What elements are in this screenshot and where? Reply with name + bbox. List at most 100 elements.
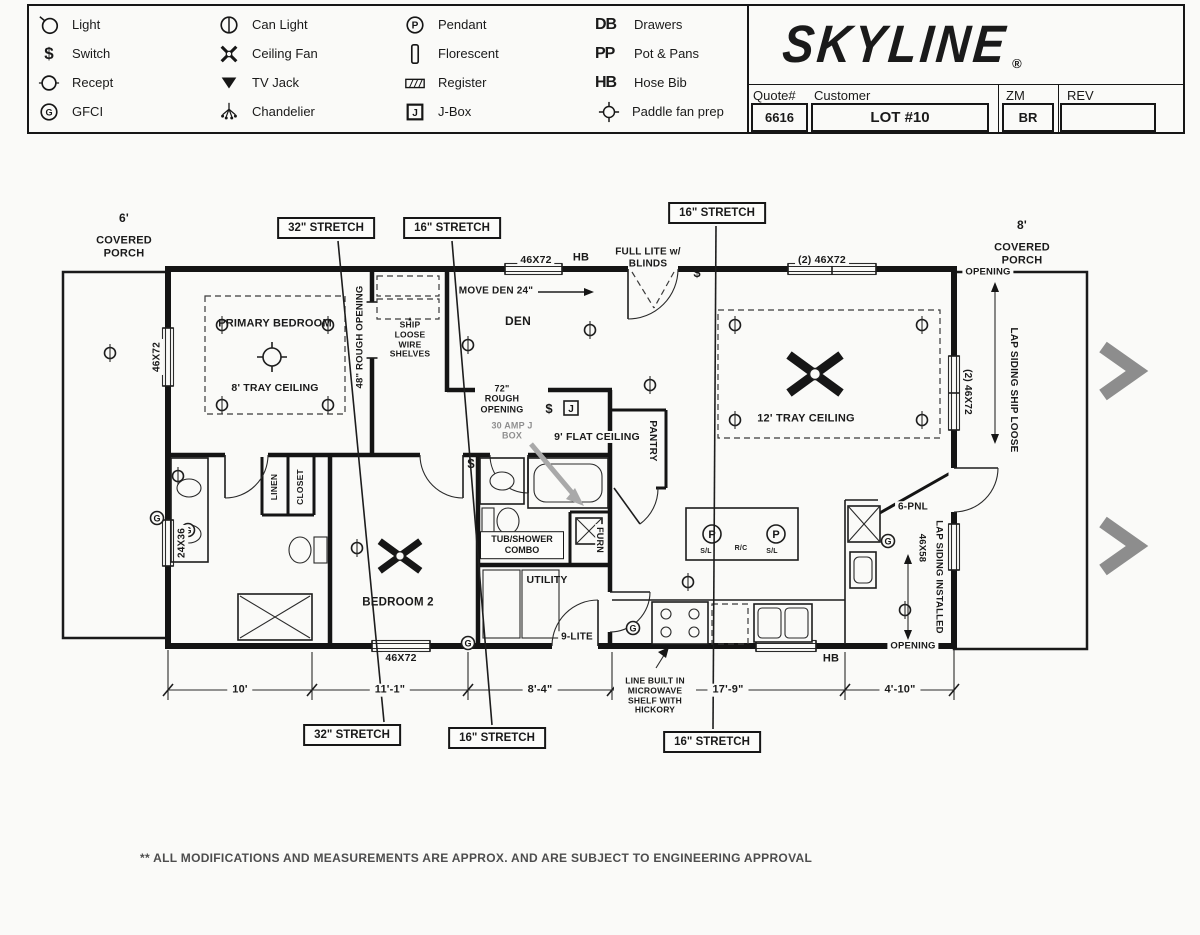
- room-primary-bedroom: PRIMARY BEDROOM: [218, 317, 332, 330]
- right-porch-outline: [952, 270, 1089, 651]
- full-lite-note: FULL LITE w/ BLINDS: [615, 246, 681, 270]
- window-46x72-bottom: 46X72: [382, 651, 420, 665]
- callout-stretch-16-top-right: 16" STRETCH: [668, 202, 766, 224]
- porch-left-size: 6': [119, 211, 129, 226]
- window-46x58: 46X58: [915, 530, 927, 566]
- rough-72-label: 72" ROUGH OPENING: [475, 383, 529, 415]
- legend-column-1: Light $ Switch Recept G GFCI: [35, 13, 113, 123]
- washer: [482, 569, 521, 639]
- legend-title-block: Light $ Switch Recept G GFCI: [27, 4, 1185, 134]
- room-linen: LINEN: [269, 473, 280, 501]
- jbox-pointer-arrow: [529, 442, 584, 506]
- legend-item-gfci: G GFCI: [35, 100, 113, 123]
- amp-30-label: 30 AMP J BOX: [491, 420, 533, 441]
- legend-label: Drawers: [634, 17, 683, 32]
- microwave-note: LINE BUILT IN MICROWAVE SHELF WITH HICKO…: [614, 676, 696, 716]
- opening-top: OPENING: [962, 267, 1014, 279]
- hose-bib-abbr: HB: [595, 73, 617, 91]
- dashed-annotations: [204, 271, 941, 645]
- svg-text:J: J: [568, 404, 574, 415]
- customer-value: LOT #10: [811, 103, 989, 132]
- switch-icons: $ $ $: [467, 265, 701, 471]
- rev-value: [1060, 103, 1156, 132]
- light-icon: [35, 14, 63, 36]
- range: [651, 601, 709, 645]
- svg-text:$: $: [693, 265, 701, 280]
- register-icon: [401, 72, 429, 94]
- jbox-icon: J: [401, 101, 429, 123]
- paddle-fan-prep-icon: [595, 101, 623, 123]
- ceiling-fan-icon: [215, 43, 243, 65]
- legend-item-chandelier: Chandelier: [215, 100, 318, 123]
- legend-label: Pendant: [438, 17, 487, 32]
- legend-item-pot-pans: PP Pot & Pans: [595, 42, 724, 65]
- legend-column-3: P Pendant Florescent Register J: [401, 13, 499, 123]
- svg-text:G: G: [184, 526, 191, 536]
- svg-text:G: G: [464, 639, 471, 649]
- dimension-10: 10': [227, 683, 253, 697]
- legend-label: Pot & Pans: [634, 46, 700, 61]
- legend-label: Recept: [72, 75, 114, 90]
- legend-label: Can Light: [252, 17, 308, 32]
- kitchen-island: [685, 507, 799, 561]
- legend-item-paddle-fan-prep: Paddle fan prep: [595, 100, 724, 123]
- legend-item-hose-bib: HB Hose Bib: [595, 71, 724, 94]
- porch-right-size: 8': [1017, 218, 1027, 233]
- chevron-right-icon: [1099, 341, 1149, 576]
- legend-label: Light: [72, 17, 101, 32]
- drawers-abbr: DB: [595, 15, 617, 33]
- tv-jack-icon: [215, 72, 243, 94]
- counters: [612, 499, 878, 644]
- tub-shower-label: TUB/SHOWER COMBO: [480, 531, 564, 559]
- door-9-lite: 9-LITE: [558, 631, 596, 643]
- ceiling-fan-icon: [377, 538, 423, 574]
- legend-item-pendant: P Pendant: [401, 13, 499, 36]
- primary-vanity: [170, 457, 209, 563]
- shower: [237, 593, 313, 641]
- pot-pans-abbr: PP: [595, 44, 615, 62]
- svg-text:P: P: [708, 529, 715, 541]
- legend-item-recept: Recept: [35, 71, 113, 94]
- dimension-17-9: 17'-9": [707, 683, 749, 697]
- toilet-tank: [313, 536, 328, 564]
- dimension-11-1: 11'-1": [369, 683, 411, 697]
- legend-item-switch: $ Switch: [35, 42, 113, 65]
- florescent-icon: [401, 43, 429, 65]
- door-6-pnl: 6-PNL: [895, 501, 931, 513]
- legend-label: Florescent: [438, 46, 499, 61]
- gfci-icon: G: [35, 101, 63, 123]
- island-label-1: S/L: [700, 547, 712, 555]
- legend-column-2: Can Light Ceiling Fan TV Jack Chandelier: [215, 13, 318, 123]
- dimension-4-10: 4'-10": [879, 683, 921, 697]
- svg-text:J: J: [412, 108, 418, 119]
- flat-ceiling-label: 9' FLAT CEILING: [551, 430, 643, 444]
- window-size-46x72-top: 46X72: [517, 253, 555, 267]
- brand-row: SKYLINE ®: [780, 14, 1022, 73]
- sink: [489, 471, 515, 491]
- legend-item-light: Light: [35, 13, 113, 36]
- legend-label: Hose Bib: [634, 75, 687, 90]
- tray-12-label: 12' TRAY CEILING: [757, 412, 855, 425]
- rough-48-label: 48" ROUGH OPENING: [355, 282, 367, 392]
- pendant-icon: P: [401, 14, 429, 36]
- bath2-vanity: [479, 457, 525, 505]
- dishwasher: [711, 603, 749, 645]
- porch-right-name: COVERED PORCH: [994, 241, 1050, 266]
- tray-ceiling-12ft: [717, 309, 941, 439]
- callout-stretch-32-top: 32" STRETCH: [277, 217, 375, 239]
- hose-bib-bottom: HB: [819, 652, 843, 666]
- interior-walls: [170, 271, 613, 644]
- microwave-note-arrow: [655, 647, 669, 669]
- legend-label: Ceiling Fan: [252, 46, 318, 61]
- zm-label: ZM: [1006, 88, 1025, 103]
- window-2x46x72-right: (2) 46X72: [961, 366, 973, 418]
- paddle-fan-prep-icon: [257, 342, 287, 372]
- svg-text:P: P: [412, 20, 419, 31]
- legend-label: Switch: [72, 46, 111, 61]
- legend-label: Register: [438, 75, 487, 90]
- svg-text:P: P: [772, 529, 779, 541]
- tray-8-label: 8' TRAY CEILING: [231, 381, 319, 394]
- svg-text:G: G: [884, 537, 891, 547]
